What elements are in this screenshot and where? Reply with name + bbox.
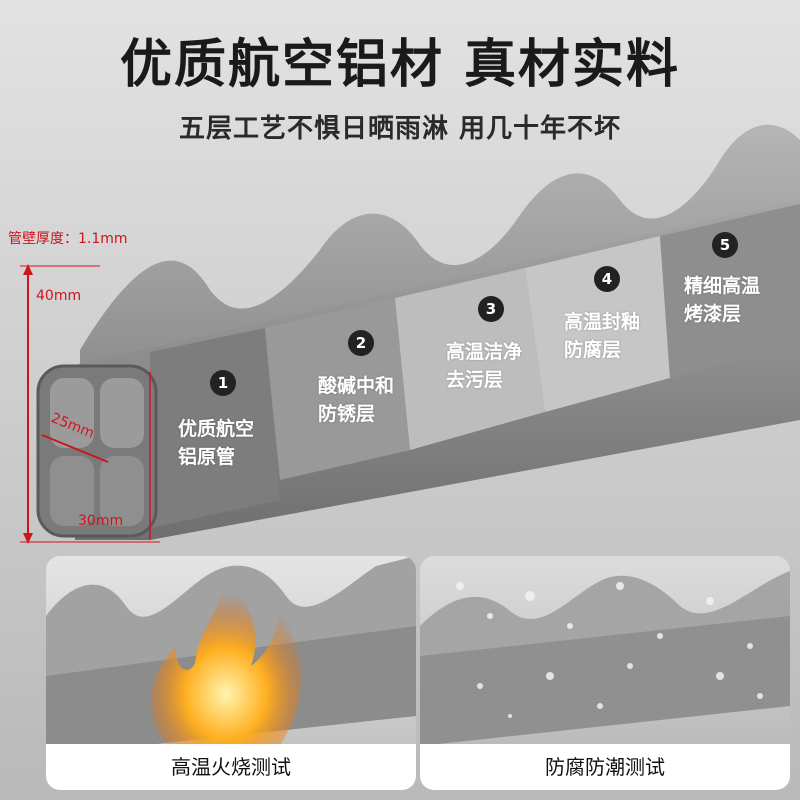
stage-5-number-badge: 5 [712, 232, 738, 258]
tube-wave-fin [80, 124, 800, 380]
page-subtitle: 五层工艺不惧日晒雨淋 用几十年不坏 [178, 114, 622, 144]
corrosion-test-panel: 防腐防潮测试 [420, 556, 790, 790]
stage-5-label-line2: 烤漆层 [684, 303, 742, 325]
cross-section-cell-tr [100, 378, 144, 448]
stage-2-label: 酸碱中和 防锈层 [318, 372, 394, 428]
cross-section-cell-bl [50, 456, 94, 526]
fire-test-panel: 高温火烧测试 [46, 556, 416, 790]
stage-4-number-badge: 4 [594, 266, 620, 292]
page-title: 优质航空铝材 真材实料 [119, 35, 681, 95]
height-arrow-top [23, 264, 33, 275]
width-label: 30mm [78, 513, 124, 529]
stage-5-label-line1: 精细高温 [684, 275, 761, 297]
stage-band-1 [150, 328, 280, 528]
stage-3-label-line1: 高温洁净 [446, 341, 523, 363]
stage-1-label-line1: 优质航空 [178, 418, 255, 440]
stage-3-label: 高温洁净 去污层 [446, 338, 522, 394]
height-label: 40mm [36, 288, 82, 304]
height-arrow-bottom [23, 533, 33, 544]
stage-1-label: 优质航空 铝原管 [178, 415, 254, 471]
stage-4-label: 高温封釉 防腐层 [564, 308, 640, 364]
inner-width-dimension-line [41, 434, 109, 463]
water-droplets-icon [456, 582, 763, 718]
cross-section-cell-tl [50, 378, 94, 448]
stage-3-number-badge: 3 [478, 296, 504, 322]
stage-band-4 [525, 236, 670, 412]
fire-test-caption: 高温火烧测试 [46, 744, 416, 790]
stage-band-5 [660, 204, 800, 378]
stage-2-label-line1: 酸碱中和 [318, 375, 395, 397]
cross-section-cell-br [100, 456, 144, 526]
flame-icon [150, 576, 302, 744]
stage-3-label-line2: 去污层 [446, 369, 504, 391]
corrosion-test-caption: 防腐防潮测试 [420, 744, 790, 790]
stage-4-label-line2: 防腐层 [564, 339, 622, 361]
stage-1-label-line2: 铝原管 [178, 446, 236, 468]
stage-5-label: 精细高温 烤漆层 [684, 272, 760, 328]
stage-2-label-line2: 防锈层 [318, 403, 376, 425]
stage-2-number-badge: 2 [348, 330, 374, 356]
stage-1-number-badge: 1 [210, 370, 236, 396]
stage-band-3 [395, 268, 545, 450]
wall-thickness-label: 管壁厚度：1.1mm [8, 231, 128, 247]
stage-4-label-line1: 高温封釉 [564, 311, 641, 333]
